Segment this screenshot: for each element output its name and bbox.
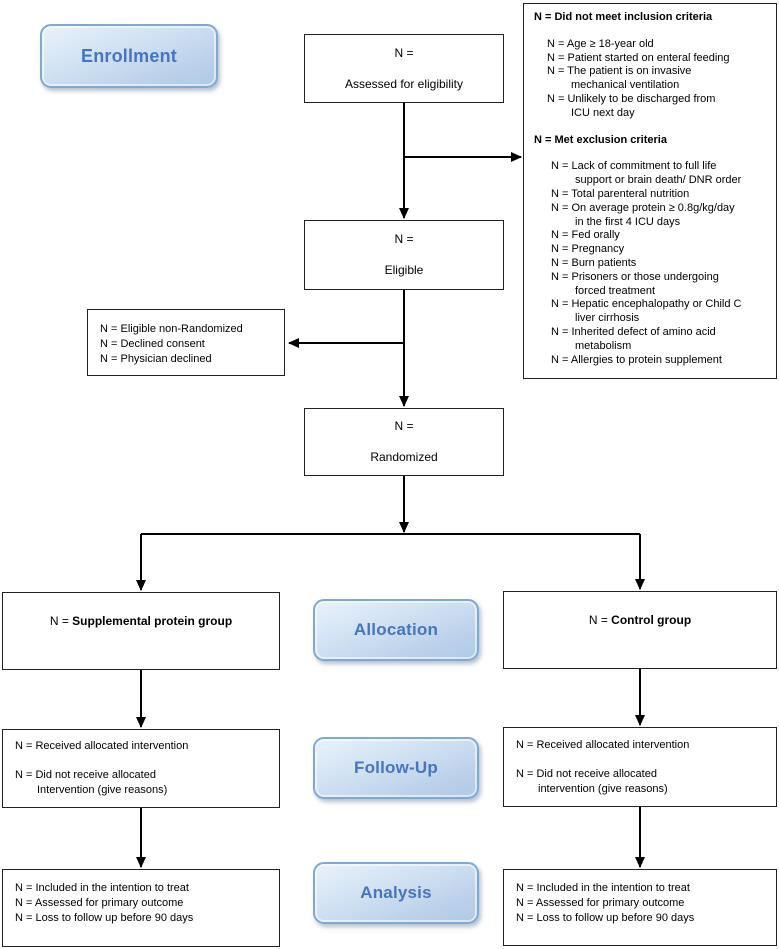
text-line: forced treatment xyxy=(575,284,656,297)
text-line: Intervention (give reasons) xyxy=(37,784,168,796)
enrollment-phase-badge: Enrollment xyxy=(40,24,218,88)
text-line: N = Prisoners or those undergoing xyxy=(551,270,719,283)
text-line: N = Allergies to protein supplement xyxy=(551,353,722,366)
text-line: metabolism xyxy=(575,339,632,352)
assessed-count: N = xyxy=(394,45,414,60)
followup-phase-label: Follow-Up xyxy=(354,758,438,777)
text-line: N = Burn patients xyxy=(551,256,637,269)
eligible-box: N = Eligible xyxy=(304,220,504,290)
eligible-label: Eligible xyxy=(384,263,424,277)
text-line xyxy=(516,753,768,767)
exclusion-criteria-box: N = Did not meet inclusion criteria N = A… xyxy=(523,3,777,379)
control-group-box: N = Control group xyxy=(503,591,777,669)
text-line: N = Loss to follow up before 90 days xyxy=(15,912,194,924)
text-line: N = Pregnancy xyxy=(551,243,625,256)
text-line xyxy=(534,25,770,38)
text-line: N = Unlikely to be discharged from xyxy=(547,92,716,105)
text-line xyxy=(534,147,770,160)
text-line: N = Did not receive allocated xyxy=(516,768,657,780)
alloc-right-prefix: N = xyxy=(588,613,612,627)
followup-right-box: N = Received allocated intervention N = D… xyxy=(503,727,777,807)
text-line: N = Total parenteral nutrition xyxy=(551,187,690,200)
alloc-right-group-name: Control group xyxy=(611,613,692,627)
analysis-right-box: N = Included in the intention to treat N … xyxy=(503,869,777,946)
alloc-left-prefix: N = xyxy=(49,614,73,628)
text-line: N = Assessed for primary outcome xyxy=(15,897,184,909)
text-line: N = Received allocated intervention xyxy=(15,740,189,752)
text-line: N = Included in the intention to treat xyxy=(516,882,690,894)
text-line: N = Declined consent xyxy=(100,338,205,350)
text-line: N = The patient is on invasive xyxy=(547,65,692,78)
text-line: N = Physician declined xyxy=(100,353,212,365)
text-line: N = Met exclusion criteria xyxy=(534,133,667,146)
text-line: N = Did not receive allocated xyxy=(15,769,156,781)
text-line: N = Eligible non-Randomized xyxy=(100,323,243,335)
text-line: ICU next day xyxy=(571,106,635,119)
text-line: N = On average protein ≥ 0.8g/kg/day xyxy=(551,201,735,214)
eligible-count: N = xyxy=(394,232,414,246)
enrollment-phase-label: Enrollment xyxy=(80,45,177,66)
alloc-left-group-name: Supplemental protein group xyxy=(72,614,233,628)
followup-phase-badge: Follow-Up xyxy=(313,737,479,799)
text-line: N = Received allocated intervention xyxy=(516,739,690,751)
randomized-label: Randomized xyxy=(370,450,438,464)
text-line: N = Assessed for primary outcome xyxy=(516,897,685,909)
randomized-count: N = xyxy=(394,419,414,433)
text-line: mechanical ventilation xyxy=(571,79,680,92)
text-line: N = Patient started on enteral feeding xyxy=(547,51,730,64)
text-line: N = Fed orally xyxy=(551,229,620,242)
analysis-phase-badge: Analysis xyxy=(313,862,479,924)
text-line: N = Did not meet inclusion criteria xyxy=(534,11,713,23)
assessed-for-eligibility-box: N = Assessed for eligibility xyxy=(304,34,504,103)
analysis-phase-label: Analysis xyxy=(360,883,432,902)
analysis-left-box: N = Included in the intention to treat N … xyxy=(2,869,280,947)
text-line: liver cirrhosis xyxy=(575,312,640,325)
followup-left-box: N = Received allocated intervention N = D… xyxy=(2,729,280,808)
text-line: N = Included in the intention to treat xyxy=(15,882,189,894)
text-line: N = Hepatic encephalopathy or Child C xyxy=(551,298,742,311)
text-line: N = Lack of commitment to full life xyxy=(551,160,717,173)
text-line: N = Loss to follow up before 90 days xyxy=(516,912,695,924)
text-line: intervention (give reasons) xyxy=(538,783,668,795)
text-line xyxy=(534,121,770,134)
assessed-label: Assessed for eligibility xyxy=(344,76,464,91)
text-line: in the first 4 ICU days xyxy=(575,215,681,228)
allocation-phase-badge: Allocation xyxy=(313,599,479,661)
text-line xyxy=(15,754,271,768)
text-line: N = Inherited defect of amino acid xyxy=(551,325,716,338)
allocation-phase-label: Allocation xyxy=(353,620,439,639)
text-line: N = Age ≥ 18-year old xyxy=(547,37,654,50)
supplemental-protein-group-box: N = Supplemental protein group xyxy=(2,592,280,670)
eligible-non-randomized-box: N = Eligible non-Randomized N = Declined … xyxy=(87,309,285,376)
text-line: support or brain death/ DNR order xyxy=(575,174,742,187)
randomized-box: N = Randomized xyxy=(304,408,504,476)
